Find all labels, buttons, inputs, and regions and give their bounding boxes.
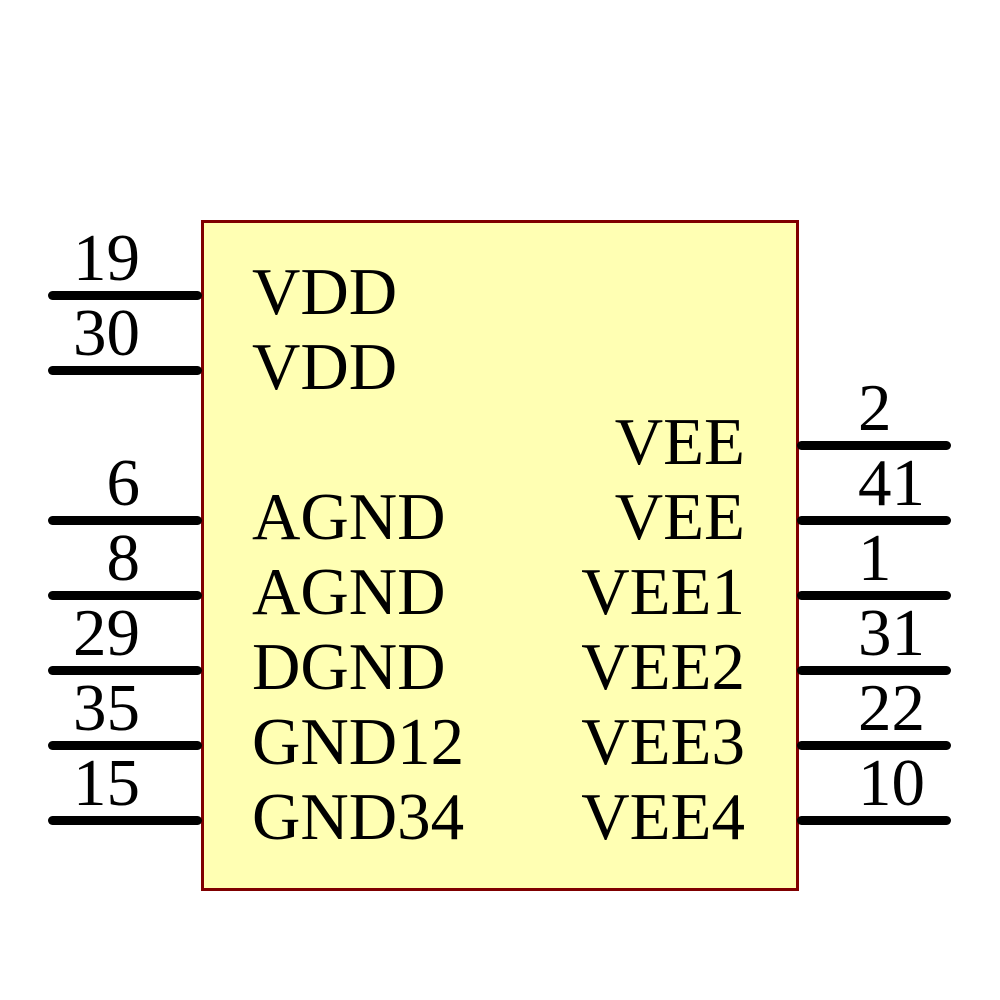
pin-number: 15 <box>73 746 140 820</box>
pin-line <box>797 740 951 750</box>
pin-number: 31 <box>858 596 925 670</box>
pin-number: 30 <box>73 296 140 370</box>
pin-name-label: VEE1 <box>581 555 745 629</box>
pin-name-label: VDD <box>252 255 398 329</box>
pin-line <box>797 665 951 675</box>
pin-line <box>797 440 951 450</box>
pin-line <box>48 515 202 525</box>
pin-number: 2 <box>858 371 892 445</box>
pin-name-label: VDD <box>252 330 398 404</box>
pin-name-label: GND34 <box>252 780 465 854</box>
pin-line <box>797 815 951 825</box>
pin-name-label: DGND <box>252 630 446 704</box>
pin-name-label: VEE3 <box>581 705 745 779</box>
pin-name-label: VEE <box>614 405 745 479</box>
pin-number: 10 <box>858 746 925 820</box>
pin-line <box>48 740 202 750</box>
pin-line <box>48 815 202 825</box>
pin-name-label: VEE4 <box>581 780 745 854</box>
pin-line <box>48 365 202 375</box>
pin-name-label: AGND <box>252 480 446 554</box>
pin-number: 19 <box>73 221 140 295</box>
pin-name-label: VEE2 <box>581 630 745 704</box>
pin-number: 41 <box>858 446 925 520</box>
pin-name-label: GND12 <box>252 705 465 779</box>
pin-line <box>797 590 951 600</box>
pin-line <box>797 515 951 525</box>
pin-line <box>48 665 202 675</box>
pin-line <box>48 590 202 600</box>
pin-number: 6 <box>106 446 141 520</box>
pin-number: 1 <box>858 521 892 595</box>
component-body <box>201 220 799 891</box>
pin-number: 35 <box>73 671 140 745</box>
pin-name-label: VEE <box>614 480 745 554</box>
pin-number: 29 <box>73 596 140 670</box>
pin-name-label: AGND <box>252 555 446 629</box>
pin-number: 22 <box>858 671 925 745</box>
pin-number: 8 <box>106 521 141 595</box>
pin-line <box>48 290 202 300</box>
